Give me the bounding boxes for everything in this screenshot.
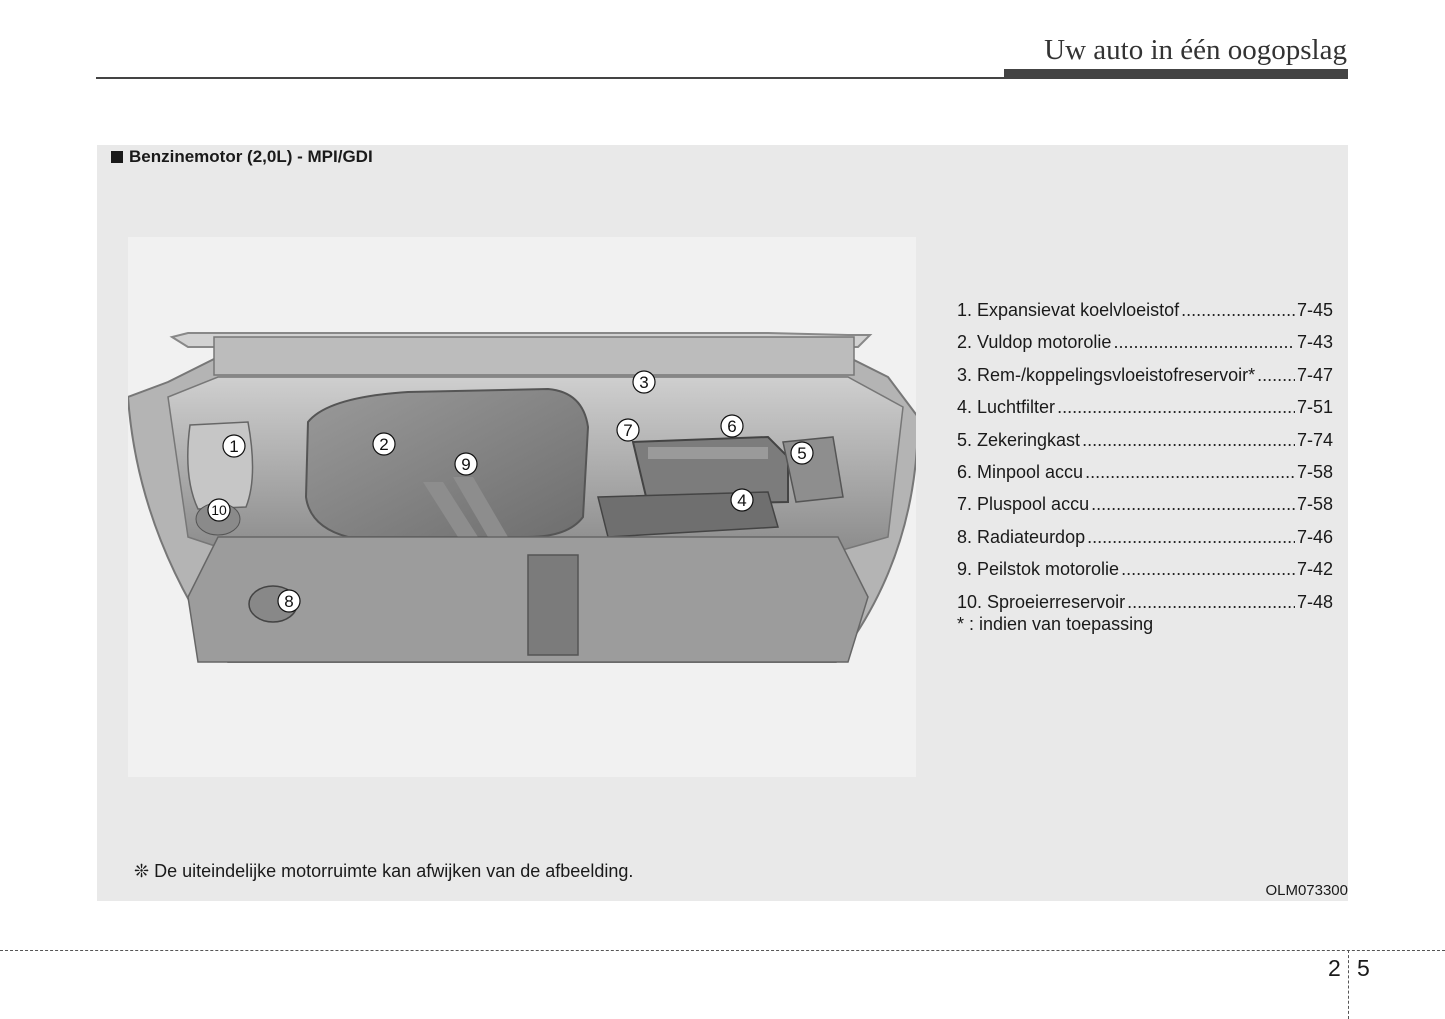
callout-label-2: 2	[379, 435, 388, 454]
callout-label-5: 5	[797, 444, 806, 463]
leader-dots	[1082, 426, 1295, 454]
callout-label-4: 4	[737, 491, 746, 510]
callout-label-9: 9	[461, 455, 470, 474]
callout-label-6: 6	[727, 417, 736, 436]
illustration-disclaimer: ❊ De uiteindelijke motorruimte kan afwij…	[134, 861, 634, 881]
leader-dots	[1085, 458, 1295, 486]
header-accent-bar	[1004, 69, 1348, 78]
leader-dots	[1257, 361, 1295, 389]
legend-item-label: 1. Expansievat koelvloeistof	[957, 300, 1180, 320]
callout-2	[372, 432, 396, 456]
legend-item-page: 7-74	[1296, 429, 1333, 450]
leader-dots	[1091, 490, 1295, 518]
leader-dots	[1087, 523, 1295, 551]
legend-item: 8. Radiateurdop 7-46	[957, 523, 1333, 555]
callout-label-7: 7	[623, 421, 632, 440]
legend-footnote: * : indien van toepassing	[957, 613, 1154, 634]
legend-item: 9. Peilstok motorolie 7-42	[957, 555, 1333, 587]
legend-item-page: 7-43	[1296, 332, 1333, 353]
callout-label-3: 3	[639, 373, 648, 392]
leader-dots	[1127, 588, 1295, 616]
legend-item-page: 7-47	[1296, 364, 1333, 385]
legend-item: 5. Zekeringkast 7-74	[957, 426, 1333, 458]
legend-item-label: 3. Rem-/koppelingsvloeistofreservoir*	[957, 364, 1256, 385]
legend-item: 10. Sproeierreservoir 7-48	[957, 588, 1333, 620]
callout-label-10: 10	[211, 502, 227, 518]
legend-item-label: 2. Vuldop motorolie	[957, 332, 1112, 353]
legend-item-page: 7-45	[1296, 300, 1333, 320]
legend-item: 3. Rem-/koppelingsvloeistofreservoir* 7-…	[957, 361, 1333, 393]
legend-item-label: 4. Luchtfilter	[957, 397, 1056, 418]
legend-item: 6. Minpool accu 7-58	[957, 458, 1333, 490]
callout-label-1: 1	[229, 437, 238, 456]
callout-10	[207, 498, 231, 522]
legend-item-label: 8. Radiateurdop	[957, 526, 1086, 547]
legend-item-label: 6. Minpool accu	[957, 461, 1084, 482]
legend-item-page: 7-42	[1296, 559, 1333, 580]
page-number: 5	[1357, 955, 1370, 981]
legend-item-page: 7-51	[1296, 397, 1333, 418]
legend-item: 7. Pluspool accu 7-58	[957, 490, 1333, 522]
leader-dots	[1113, 328, 1295, 356]
illustration-code: OLM073300	[1265, 882, 1348, 899]
legend-item-page: 7-48	[1296, 591, 1333, 612]
callout-4	[730, 488, 754, 512]
legend-item-label: 10. Sproeierreservoir	[957, 591, 1126, 612]
page-header-title: Uw auto in één oogopslag	[1044, 34, 1347, 66]
legend-item-label: 7. Pluspool accu	[957, 494, 1090, 515]
callout-9	[454, 452, 478, 476]
callout-7	[616, 418, 640, 442]
legend-item: 2. Vuldop motorolie 7-43	[957, 328, 1333, 360]
component-legend: 1. Expansievat koelvloeistof 7-45 2. Vul…	[957, 296, 1333, 635]
legend-item-page: 7-58	[1296, 494, 1333, 515]
callout-6	[720, 414, 744, 438]
callout-label-8: 8	[284, 592, 293, 611]
leader-dots	[1057, 393, 1295, 421]
chapter-number: 2	[1328, 955, 1341, 981]
callout-5	[790, 441, 814, 465]
section-heading-text: Benzinemotor (2,0L) - MPI/GDI	[129, 147, 373, 166]
legend-item-page: 7-58	[1296, 461, 1333, 482]
page-number-separator	[1348, 950, 1349, 1019]
header-rule	[96, 77, 1348, 79]
leader-dots	[1181, 296, 1295, 324]
footer-dashed-rule	[0, 950, 1445, 951]
square-bullet-icon	[111, 151, 123, 163]
engine-bay-illustration: 1 2 3 4 5 6 7 8 9 10	[128, 237, 916, 777]
legend-item-label: 5. Zekeringkast	[957, 429, 1081, 450]
section-heading: Benzinemotor (2,0L) - MPI/GDI	[111, 147, 373, 167]
callout-8	[277, 589, 301, 613]
legend-item: 1. Expansievat koelvloeistof 7-45	[957, 296, 1333, 328]
legend-item-page: 7-46	[1296, 526, 1333, 547]
callout-1	[222, 434, 246, 458]
legend-item-label: 9. Peilstok motorolie	[957, 559, 1120, 580]
legend-item: 4. Luchtfilter 7-51	[957, 393, 1333, 425]
leader-dots	[1121, 555, 1295, 583]
callout-3	[632, 370, 656, 394]
